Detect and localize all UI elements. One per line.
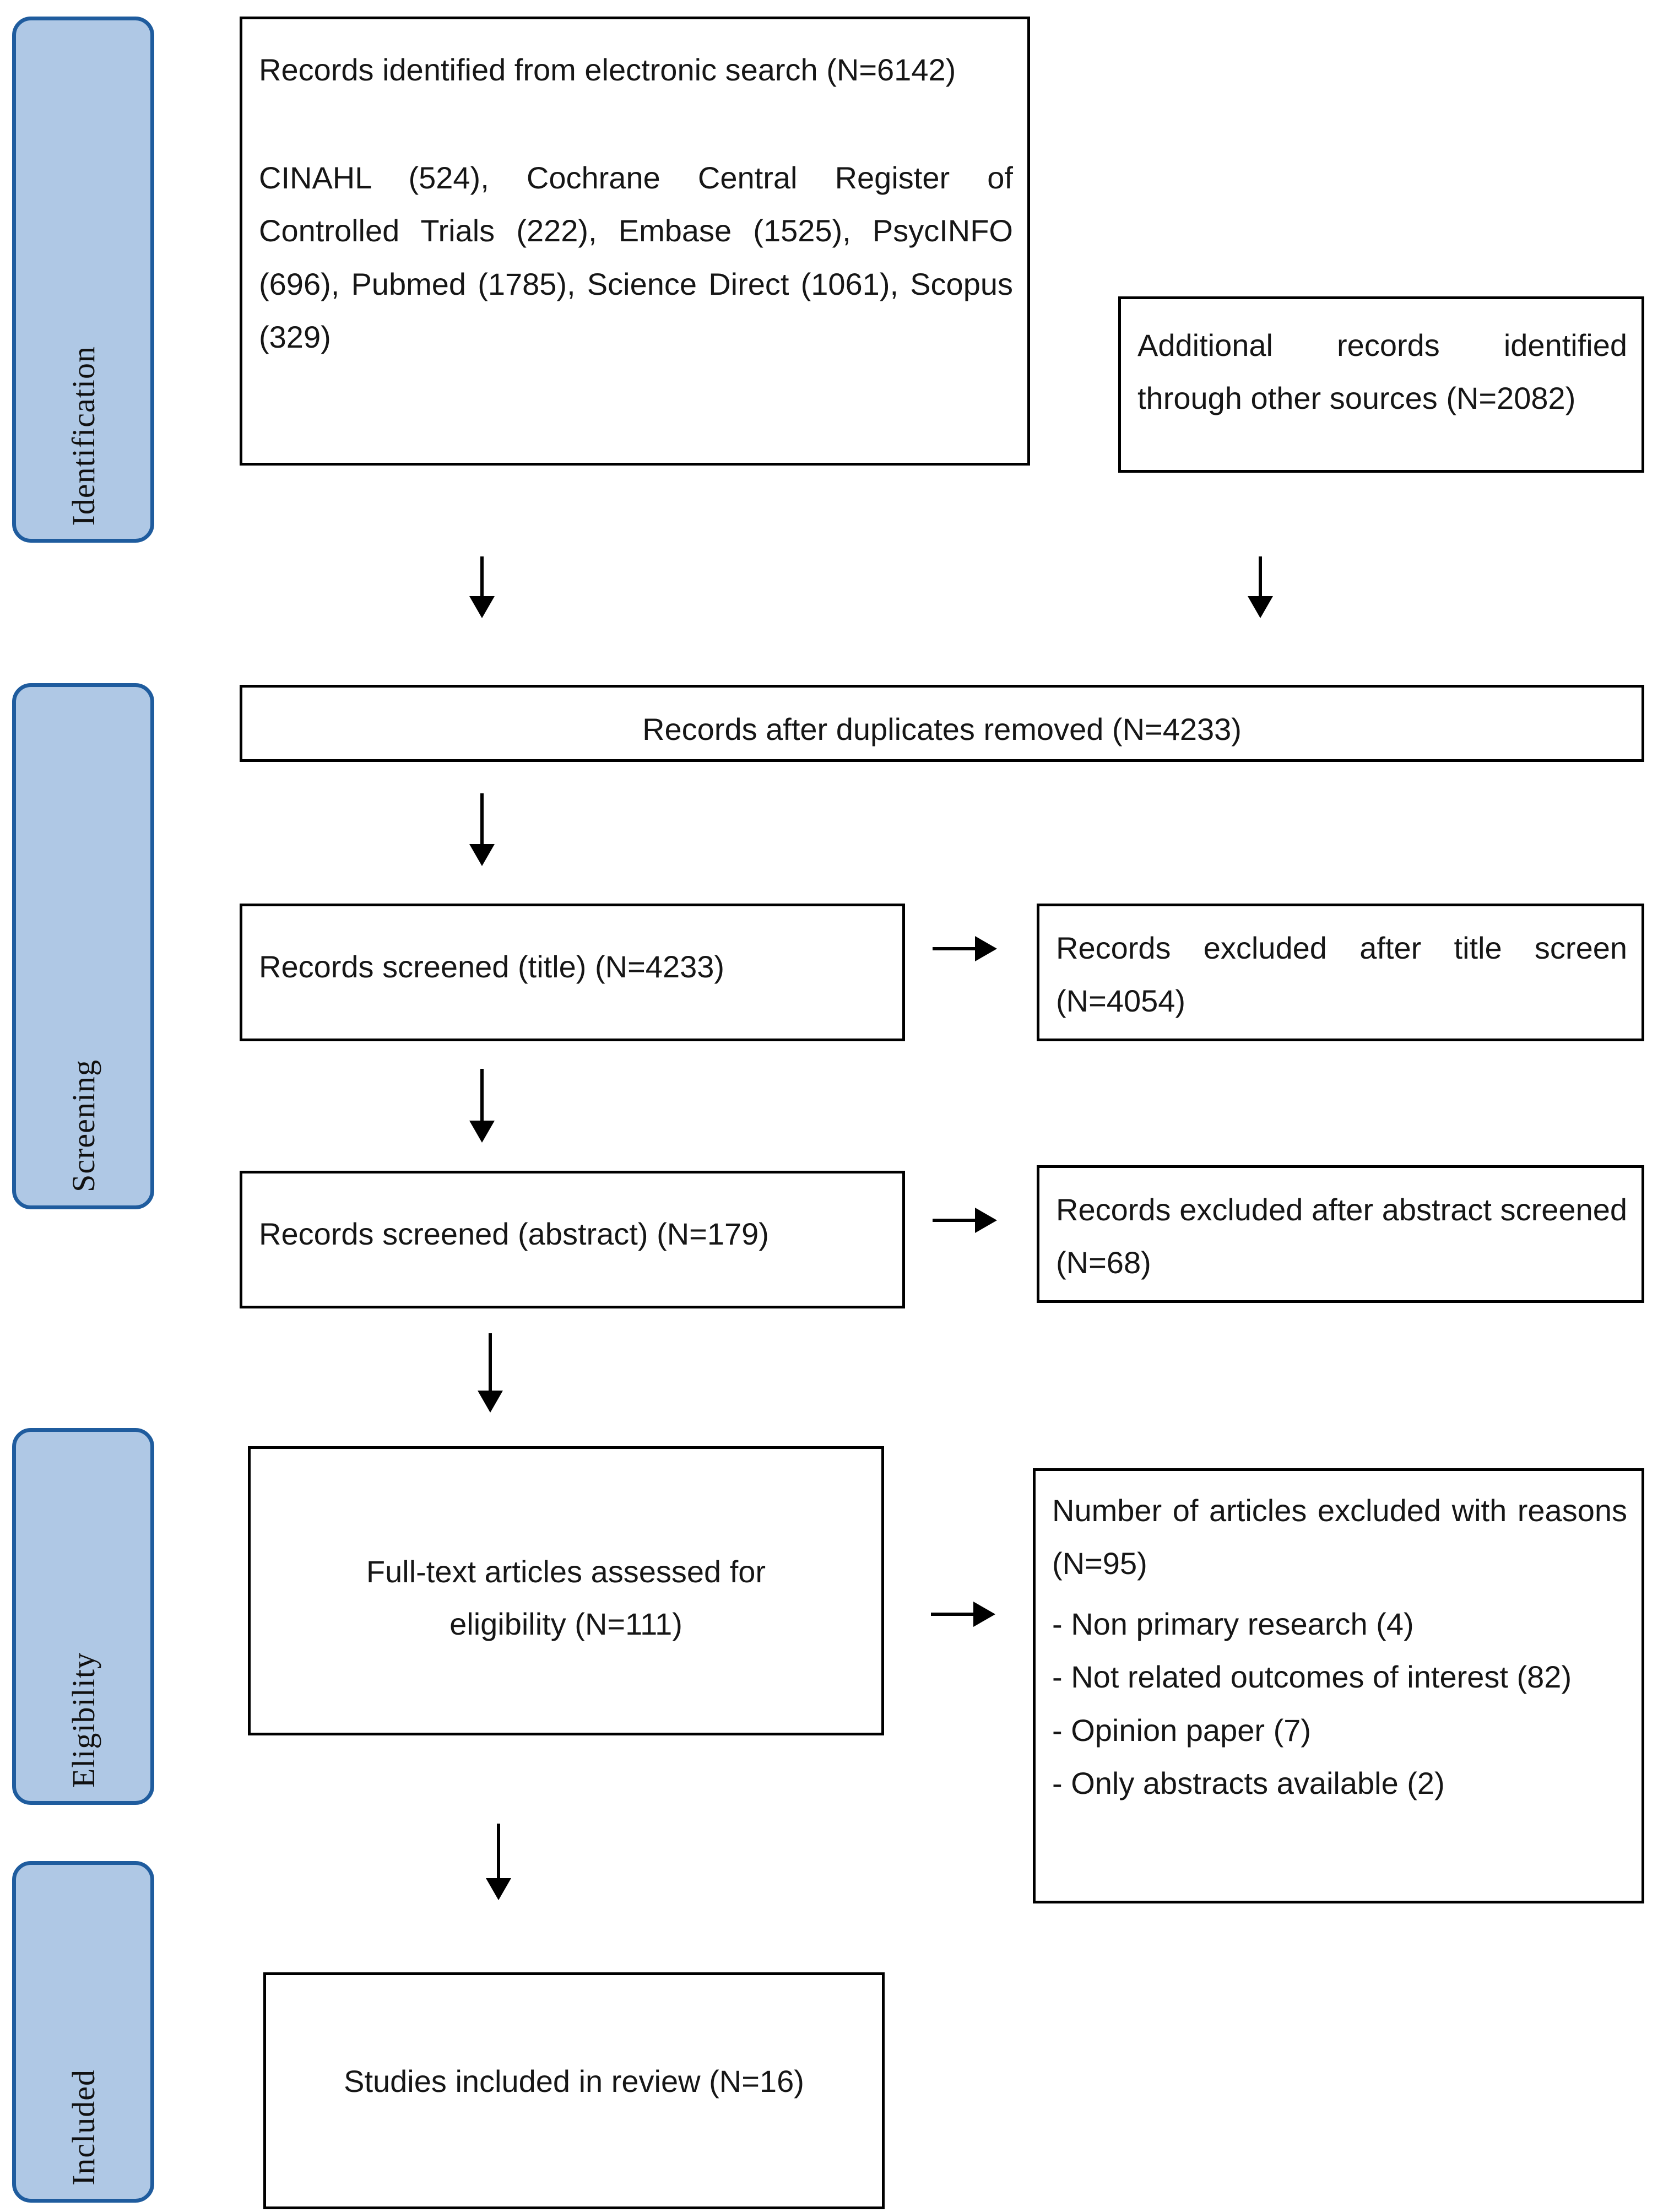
studies-included-text: Studies included in review (N=16) [344,2064,804,2099]
box-records-screened-title: Records screened (title) (N=4233) [240,904,905,1041]
box-records-excluded-title: Records excluded after title screen (N=4… [1037,904,1644,1041]
reason-item-only-abstracts: - Only abstracts available (2) [1052,1765,1445,1800]
box-records-excluded-abstract: Records excluded after abstract screened… [1037,1165,1644,1303]
reason-item-opinion-paper: - Opinion paper (7) [1052,1712,1312,1748]
phase-label-eligibility-wrap: Eligibility [16,1652,150,1788]
box-studies-included: Studies included in review (N=16) [263,1972,885,2209]
records-screened-abstract-text: Records screened (abstract) (N=179) [259,1216,769,1251]
records-identified-line2: CINAHL (524), Cochrane Central Register … [259,160,1013,354]
excluded-reasons-heading: Number of articles excluded with reasons… [1052,1493,1627,1581]
phase-label-screening-wrap: Screening [16,1059,150,1192]
phase-pill-eligibility: Eligibility [12,1428,154,1805]
phase-pill-included: Included [12,1861,154,2203]
box-records-screened-abstract: Records screened (abstract) (N=179) [240,1171,905,1308]
reason-item-non-primary-research: - Non primary research (4) [1052,1607,1414,1641]
box-duplicates-removed: Records after duplicates removed (N=4233… [240,685,1644,762]
records-identified-line1: Records identified from electronic searc… [259,52,956,87]
phase-label-identification: Identification [65,345,101,526]
reason-item-not-related-outcomes: - Not related outcomes of interest (82) [1052,1659,1572,1695]
additional-records-text: Additional records identified through ot… [1137,328,1627,416]
excluded-reasons-list: - Non primary research (4) - Not related… [1052,1598,1627,1810]
records-excluded-abstract-text: Records excluded after abstract screened… [1056,1192,1627,1280]
fulltext-assessed-line2: eligibility (N=111) [449,1607,682,1641]
phase-label-included: Included [65,2069,101,2186]
fulltext-assessed-line1: Full-text articles assessed for [366,1554,766,1589]
box-excluded-with-reasons: Number of articles excluded with reasons… [1033,1468,1644,1903]
box-fulltext-assessed: Full-text articles assessed for eligibil… [248,1446,884,1735]
records-excluded-title-text: Records excluded after title screen (N=4… [1056,931,1627,1019]
phase-pill-screening: Screening [12,683,154,1209]
box-records-identified: Records identified from electronic searc… [240,17,1030,466]
phase-pill-identification: Identification [12,17,154,543]
phase-label-included-wrap: Included [16,2069,150,2186]
phase-label-eligibility: Eligibility [65,1652,101,1788]
duplicates-removed-text: Records after duplicates removed (N=4233… [642,712,1242,747]
phase-label-identification-wrap: Identification [16,346,150,526]
phase-label-screening: Screening [65,1059,101,1192]
box-additional-records: Additional records identified through ot… [1118,296,1644,473]
records-screened-title-text: Records screened (title) (N=4233) [259,949,725,984]
